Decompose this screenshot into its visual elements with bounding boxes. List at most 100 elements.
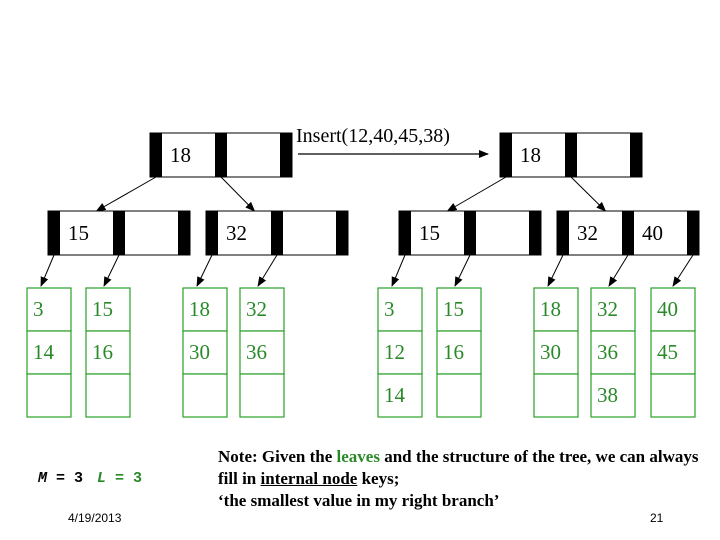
after-edge-root-0 <box>446 176 507 212</box>
after-leaf-0-key-2: 14 <box>384 383 406 407</box>
before-leaf-3: 32 36 <box>239 287 285 418</box>
before-internal-node-0: 15 <box>47 210 191 256</box>
before-internal-node-0-pointer-2 <box>178 211 190 255</box>
after-edge-internal-1-leaf-3 <box>608 254 629 287</box>
before-internal-node-1-pointer-1 <box>271 211 283 255</box>
after-leaf-4-key-0: 40 <box>657 297 678 321</box>
before-internal-node-1: 32 <box>205 210 349 256</box>
after-leaf-3-cell-2 <box>590 373 636 418</box>
after-leaf-4-cell-0 <box>650 287 696 332</box>
after-leaf-0: 3 12 14 <box>377 287 423 418</box>
after-internal-node-0: 15 <box>398 210 542 256</box>
after-internal-node-0-pointer-1 <box>464 211 476 255</box>
before-leaf-1-cell-0 <box>85 287 131 332</box>
after-leaf-4-cell-1 <box>650 330 696 375</box>
m-variable: M <box>38 470 48 487</box>
footer-date: 4/19/2013 <box>68 511 122 525</box>
before-leaf-3-key-1: 36 <box>246 340 267 364</box>
before-leaf-0-cell-0 <box>26 287 72 332</box>
before-leaf-0: 3 14 <box>26 287 72 418</box>
after-leaf-0-key-1: 12 <box>384 340 405 364</box>
before-leaf-3-cell-1 <box>239 330 285 375</box>
note-line3: ‘the smallest value in my right branch’ <box>218 491 500 510</box>
before-leaf-0-cell-2 <box>26 373 72 418</box>
after-edge-internal-0-leaf-1 <box>454 254 471 287</box>
before-edge-internal-0-leaf-1 <box>103 254 120 287</box>
before-root-node-key-0: 18 <box>170 143 191 167</box>
note-leaves: leaves <box>336 447 380 466</box>
after-root-node: 18 <box>499 132 643 178</box>
after-leaf-4-cell-2 <box>650 373 696 418</box>
before-internal-node-1-pointer-2 <box>336 211 348 255</box>
after-leaf-1-key-1: 16 <box>443 340 464 364</box>
after-leaf-2-key-1: 30 <box>540 340 561 364</box>
after-edge-internal-1-leaf-2 <box>547 254 564 287</box>
after-leaf-1-cell-2 <box>436 373 482 418</box>
after-leaf-2-cell-2 <box>533 373 579 418</box>
after-leaf-1-cell-0 <box>436 287 482 332</box>
after-internal-node-1-pointer-1 <box>622 211 634 255</box>
before-edge-root-0 <box>95 176 157 212</box>
before-leaf-1-key-0: 15 <box>92 297 113 321</box>
after-internal-node-0-pointer-2 <box>529 211 541 255</box>
before-leaf-0-key-1: 14 <box>33 340 55 364</box>
after-leaf-1-cell-1 <box>436 330 482 375</box>
before-edge-internal-0-leaf-0 <box>40 254 55 287</box>
l-variable: L <box>97 470 107 487</box>
before-leaf-3-key-0: 32 <box>246 297 267 321</box>
after-leaf-0-cell-2 <box>377 373 423 418</box>
after-leaf-2-cell-1 <box>533 330 579 375</box>
after-internal-node-1-key-0: 32 <box>577 221 598 245</box>
after-leaf-2-cell-0 <box>533 287 579 332</box>
l-value: = 3 <box>106 470 143 487</box>
after-root-node-key-0: 18 <box>520 143 541 167</box>
after-leaf-0-cell-0 <box>377 287 423 332</box>
insert-operation-label: Insert(12,40,45,38) <box>296 125 450 147</box>
footer-page-number: 21 <box>650 511 664 525</box>
after-leaf-3-key-2: 38 <box>597 383 618 407</box>
before-edge-internal-1-leaf-2 <box>196 254 213 287</box>
after-root-node-pointer-2 <box>630 133 642 177</box>
after-edge-root-1 <box>570 176 607 212</box>
after-root-node-pointer-0 <box>500 133 512 177</box>
before-internal-node-0-pointer-0 <box>48 211 60 255</box>
before-internal-node-0-pointer-1 <box>113 211 125 255</box>
after-internal-node-0-key-0: 15 <box>419 221 440 245</box>
after-leaf-3-key-1: 36 <box>597 340 618 364</box>
before-leaf-0-cell-1 <box>26 330 72 375</box>
after-internal-node-1-key-1: 40 <box>642 221 663 245</box>
after-leaf-1-key-0: 15 <box>443 297 464 321</box>
before-edge-root-1 <box>220 176 256 212</box>
before-root-node-pointer-0 <box>150 133 162 177</box>
after-leaf-0-cell-1 <box>377 330 423 375</box>
before-leaf-1-cell-2 <box>85 373 131 418</box>
note-text: Note: Given the leaves and the structure… <box>218 446 708 512</box>
before-leaf-3-cell-2 <box>239 373 285 418</box>
before-leaf-2-key-0: 18 <box>189 297 210 321</box>
after-internal-node-1-pointer-2 <box>687 211 699 255</box>
m-value: = 3 <box>47 470 84 487</box>
after-internal-node-1-pointer-0 <box>557 211 569 255</box>
before-root-node: 18 <box>149 132 293 178</box>
before-leaf-2-cell-2 <box>182 373 228 418</box>
note-part3: keys; <box>357 469 400 488</box>
after-internal-node-0-pointer-0 <box>399 211 411 255</box>
after-edge-internal-1-leaf-4 <box>672 254 694 287</box>
after-internal-node-1: 32 40 <box>556 210 700 256</box>
before-edge-internal-1-leaf-3 <box>257 254 278 287</box>
before-leaf-2-key-1: 30 <box>189 340 210 364</box>
before-internal-node-1-pointer-0 <box>206 211 218 255</box>
after-leaf-4-key-1: 45 <box>657 340 678 364</box>
after-edge-internal-0-leaf-0 <box>391 254 406 287</box>
note-internal-node: internal node <box>260 469 358 488</box>
before-root-node-pointer-1 <box>215 133 227 177</box>
before-leaf-0-key-0: 3 <box>33 297 44 321</box>
after-leaf-0-key-0: 3 <box>384 297 395 321</box>
after-leaf-3-cell-1 <box>590 330 636 375</box>
